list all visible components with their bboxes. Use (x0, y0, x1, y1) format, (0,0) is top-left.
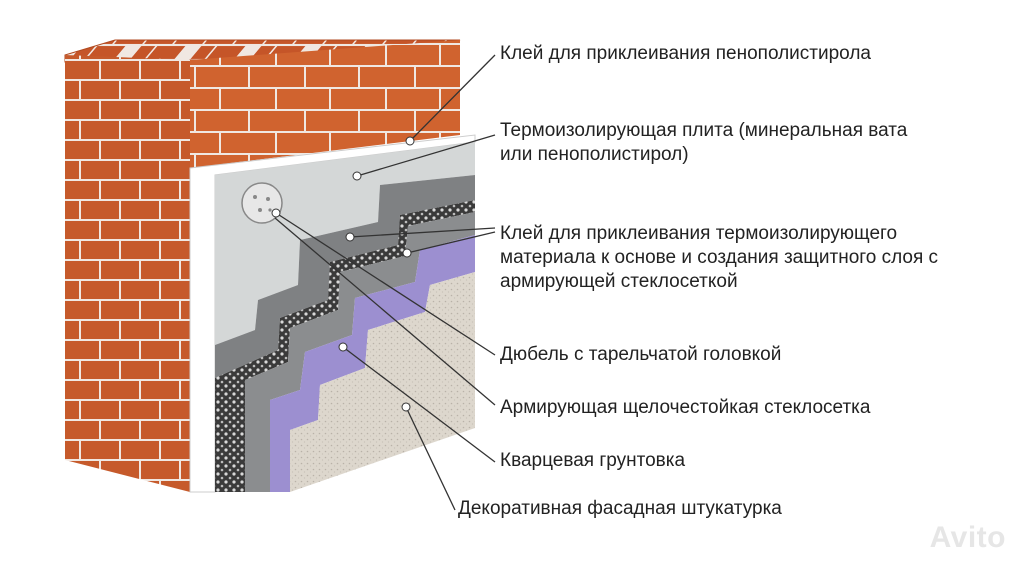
label-insulation-board: Термоизолирующая плита (минеральная вата… (500, 120, 908, 165)
glue-layer (215, 175, 475, 378)
brick-wall-side (65, 55, 190, 492)
label-mesh: Армирующая щелочестойкая стеклосетка (500, 397, 871, 418)
leader-dots (271, 136, 415, 412)
label-glue-base-mesh: Клей для приклеивания термоизолирующего … (500, 223, 939, 292)
decorative-plaster-layer (290, 272, 475, 492)
label-glue-eps: Клей для приклеивания пенополистирола (500, 43, 871, 64)
label-plaster: Декоративная фасадная штукатурка (458, 498, 782, 519)
label-dowel: Дюбель с тарельчатой головкой (500, 344, 782, 365)
leader-lines (274, 54, 496, 511)
brick-wall-front (190, 40, 460, 168)
quartz-primer-layer (270, 235, 475, 492)
label-primer: Кварцевая грунтовка (500, 450, 686, 471)
avito-watermark: Avito (929, 521, 1006, 554)
